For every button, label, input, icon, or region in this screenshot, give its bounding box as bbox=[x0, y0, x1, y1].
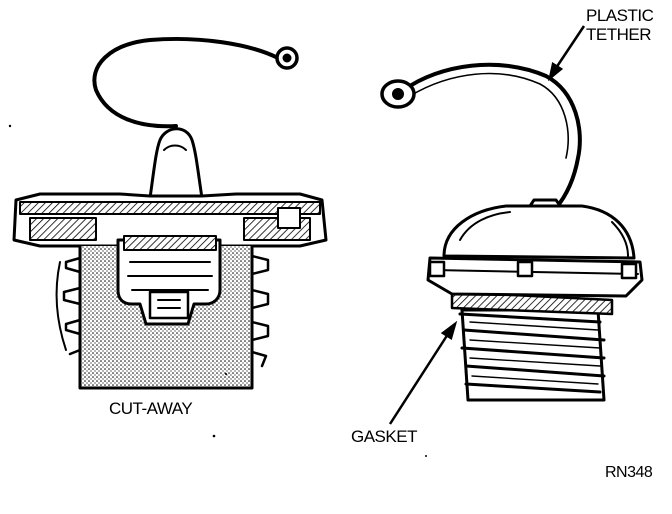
external-dome bbox=[442, 204, 636, 260]
plastic-tether-label: PLASTIC TETHER bbox=[586, 6, 670, 44]
reference-number: RN348 bbox=[605, 464, 653, 481]
external-gasket bbox=[450, 290, 614, 316]
cut-away-label: CUT-AWAY bbox=[109, 399, 193, 418]
cutaway-cap bbox=[12, 36, 328, 390]
external-skirt bbox=[426, 256, 644, 298]
external-tether bbox=[402, 62, 582, 210]
gasket-label: GASKET bbox=[351, 427, 417, 446]
cutaway-threads-left bbox=[62, 256, 82, 356]
external-cap bbox=[380, 62, 644, 402]
cutaway-center-post bbox=[148, 127, 204, 200]
plastic-tether-label-line2: TETHER bbox=[586, 25, 652, 44]
scan-specks bbox=[8, 124, 427, 457]
cutaway-tether bbox=[92, 36, 280, 129]
cutaway-threads-right bbox=[250, 254, 270, 368]
gasket-leader bbox=[388, 333, 450, 425]
plastic-tether-label-line1: PLASTIC bbox=[586, 6, 654, 25]
plastic-tether-leader bbox=[554, 25, 586, 69]
leader-lines bbox=[388, 25, 586, 425]
